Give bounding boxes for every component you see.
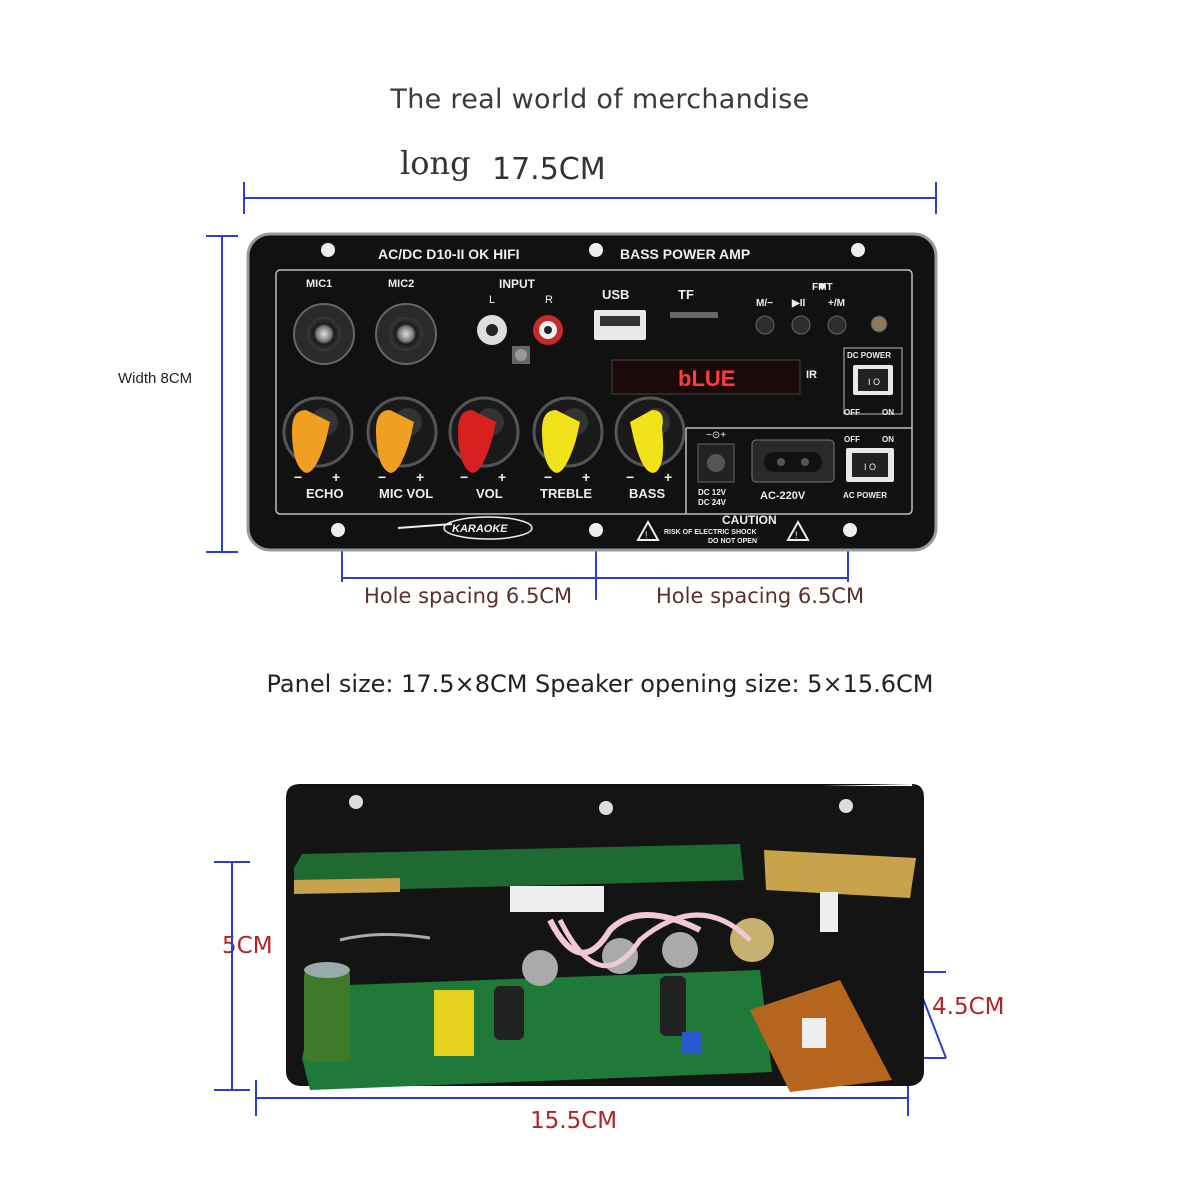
svg-text:!: !: [645, 530, 648, 540]
side-height-label: 5CM: [222, 933, 273, 959]
svg-text:−: −: [294, 469, 302, 485]
dc-voltage-1: DC 12V: [698, 488, 727, 497]
svg-text:−: −: [378, 469, 386, 485]
ac-on-label: ON: [882, 435, 894, 444]
fuse-icon: [870, 315, 888, 333]
display-text: bLUE: [678, 366, 735, 391]
knob-bass: [614, 396, 686, 473]
panel-size-caption: Panel size: 17.5×8CM Speaker opening siz…: [266, 670, 934, 698]
width-label: Width 8CM: [118, 370, 193, 387]
prev-button: [755, 315, 775, 335]
input-label: INPUT: [499, 277, 536, 291]
usb-label: USB: [602, 287, 629, 302]
tf-slot: [670, 312, 718, 318]
knob-treble: [532, 396, 604, 473]
knob-label-vol: VOL: [476, 486, 503, 501]
ac-voltage-label: AC-220V: [760, 490, 806, 502]
knob-label-treble: TREBLE: [540, 486, 592, 501]
model-label: AC/DC D10-II OK HIFI: [378, 246, 520, 262]
dc-on-label: ON: [882, 408, 894, 417]
svg-text:I O: I O: [864, 462, 876, 472]
mic1-label: MIC1: [306, 278, 332, 290]
board-height-label: 4.5CM: [932, 994, 1005, 1020]
aux-board: [764, 850, 916, 898]
caution-line1: RISK OF ELECTRIC SHOCK: [664, 529, 757, 536]
dc-voltage-2: DC 24V: [698, 498, 727, 507]
knob-vol: [448, 396, 520, 473]
caution-line2: DO NOT OPEN: [708, 538, 757, 545]
input-l-label: L: [489, 294, 495, 306]
hole-spacing-right-label: Hole spacing 6.5CM: [656, 584, 865, 608]
svg-text:−: −: [544, 469, 552, 485]
knob-mic-vol: [366, 396, 438, 473]
ir-label: IR: [806, 369, 817, 381]
play-button: [791, 315, 811, 335]
knob-label-mic-vol: MIC VOL: [379, 486, 433, 501]
amplifier-front-panel: AC/DC D10-II OK HIFI BASS POWER AMP MIC1…: [246, 232, 938, 552]
input-r-label: R: [545, 294, 553, 306]
karaoke-label: KARAOKE: [452, 523, 508, 535]
board-length-label: 15.5CM: [530, 1108, 618, 1134]
svg-text:+: +: [416, 469, 424, 485]
warning-icon-left: [636, 519, 660, 541]
svg-text:!: !: [795, 530, 798, 540]
length-label: long: [400, 144, 471, 182]
warning-icon-right: [786, 519, 810, 541]
bass-power-amp-label: BASS POWER AMP: [620, 246, 750, 262]
amplifier-board-side-view: [286, 784, 924, 1092]
next-button: [827, 315, 847, 335]
amplifier-board: [302, 970, 772, 1090]
hole-spacing-left-label: Hole spacing 6.5CM: [364, 584, 573, 608]
ac-off-label: OFF: [844, 435, 860, 444]
length-value: 17.5CM: [492, 152, 606, 187]
led-display: [611, 359, 801, 395]
svg-text:+: +: [582, 469, 590, 485]
transformer: [434, 990, 474, 1056]
play-button-label: ▶II: [791, 298, 805, 309]
tf-label: TF: [678, 287, 694, 302]
svg-text:+: +: [498, 469, 506, 485]
knob-echo: [282, 396, 354, 473]
prev-button-label: M/−: [756, 298, 773, 309]
dc-off-label: OFF: [844, 408, 860, 417]
svg-text:−⊙+: −⊙+: [706, 430, 726, 441]
knob-label-echo: ECHO: [306, 486, 344, 501]
svg-text:+: +: [664, 469, 672, 485]
svg-text:−: −: [460, 469, 468, 485]
dc-power-label: DC POWER: [847, 351, 891, 360]
next-button-label: +/M: [828, 298, 845, 309]
caution-label: CAUTION: [722, 513, 777, 527]
page-title: The real world of merchandise: [390, 84, 810, 115]
capacitor: [304, 970, 350, 1062]
svg-text:I O: I O: [868, 377, 880, 387]
knob-label-bass: BASS: [629, 486, 665, 501]
ac-power-label: AC POWER: [843, 491, 887, 500]
mic2-label: MIC2: [388, 278, 414, 290]
svg-text:+: +: [332, 469, 340, 485]
svg-text:−: −: [626, 469, 634, 485]
control-board: [294, 844, 744, 892]
karaoke-badge: [443, 516, 533, 540]
